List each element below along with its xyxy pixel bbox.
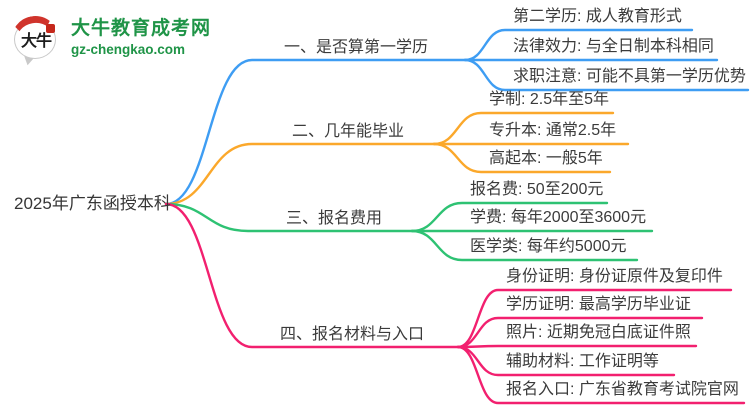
branch-node[interactable]: 一、是否算第一学历 (283, 39, 429, 56)
branch-link (164, 142, 436, 206)
branch-link (164, 202, 460, 349)
child-link (456, 344, 698, 349)
branch-link (164, 58, 467, 206)
child-node[interactable]: 照片: 近期免冠白底证件照 (506, 324, 691, 341)
site-logo[interactable]: 大牛 大牛教育成考网 gz-chengkao.com (8, 12, 211, 67)
child-node[interactable]: 医学类: 每年约5000元 (470, 238, 627, 255)
branch-node[interactable]: 四、报名材料与入口 (279, 326, 425, 343)
branch-node[interactable]: 二、几年能毕业 (291, 123, 405, 140)
child-node[interactable]: 第二学历: 成人教育形式 (513, 8, 682, 25)
child-node[interactable]: 求职注意: 可能不具第一学历优势 (513, 68, 746, 85)
child-node[interactable]: 学制: 2.5年至5年 (489, 91, 610, 108)
child-link (463, 58, 750, 92)
root-node[interactable]: 2025年广东函授本科 (14, 194, 171, 213)
child-node[interactable]: 法律效力: 与全日制本科相同 (513, 38, 714, 55)
child-node[interactable]: 高起本: 一般5年 (489, 150, 603, 167)
logo-glyph: 大牛 (20, 33, 52, 50)
child-node[interactable]: 学历证明: 最高学历毕业证 (506, 296, 691, 313)
logo-text: 大牛教育成考网 gz-chengkao.com (71, 14, 211, 58)
branch-link (164, 202, 414, 233)
brand-name: 大牛教育成考网 (71, 18, 212, 39)
child-node[interactable]: 身份证明: 身份证原件及复印件 (506, 268, 723, 285)
child-link (456, 345, 746, 405)
child-link (410, 229, 639, 262)
brand-domain: gz-chengkao.com (71, 42, 186, 57)
daniu-bubble-icon: 大牛 (8, 12, 64, 67)
child-node[interactable]: 报名费: 50至200元 (470, 181, 604, 198)
child-node[interactable]: 辅助材料: 工作证明等 (506, 353, 659, 370)
child-node[interactable]: 专升本: 通常2.5年 (489, 122, 617, 139)
red-seal-icon (46, 24, 55, 33)
branch-node[interactable]: 三、报名费用 (285, 210, 383, 227)
child-link (432, 142, 612, 174)
child-node[interactable]: 报名入口: 广东省教育考试院官网 (506, 381, 739, 398)
child-node[interactable]: 学费: 每年2000至3600元 (470, 209, 647, 226)
